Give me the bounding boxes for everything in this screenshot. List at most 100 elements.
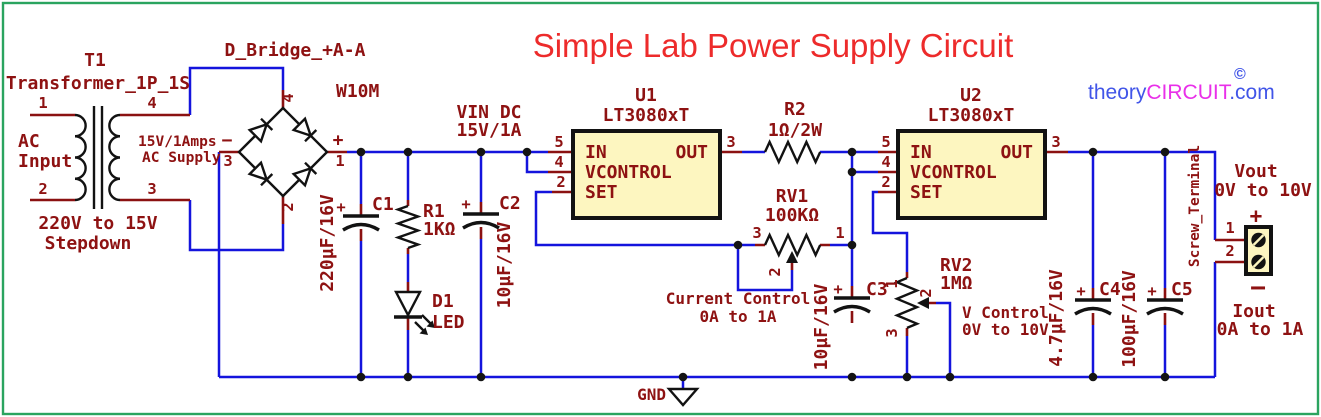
u2-body [896,129,1047,220]
bridge-diode-1 [247,117,274,144]
u2-pin2-number: 2 [881,173,890,191]
t1-ref: T1 [84,50,106,71]
secondary-winding [108,113,121,202]
capacitor-c4: + C4 4.7µF/16V [1046,269,1121,367]
u1-pin4-number: 4 [554,153,563,171]
u1-pin-in: IN [585,142,607,163]
u1-pin5-number: 5 [554,133,563,151]
u1-body [571,129,722,220]
c1-value: 220µF/16V [317,194,338,292]
bridge-diode-3 [247,160,274,187]
u1-pin3-number: 3 [726,133,735,151]
u1-pin-set: SET [585,182,618,203]
potentiometer-rv2: RV2 1MΩ 1 3 2 V Control 0V to 10V [883,255,1049,339]
bridge-diode-4 [291,161,318,188]
u1-pin-out: OUT [675,142,708,163]
led-d1: D1 LED [394,290,465,335]
vin-line1: VIN DC [456,102,521,123]
u2-pin-set: SET [910,182,943,203]
u1-value: LT3080xT [603,105,690,126]
ac-input-label-2: Input [18,151,72,172]
c1-polarity: + [336,198,345,216]
u2-ref: U2 [960,85,982,106]
bridge-plus: + [333,130,344,151]
vin-label: VIN DC 15V/1A [456,102,521,141]
bridge-diamond [237,106,329,198]
u1-pin2-number: 2 [556,173,565,191]
bridge-pin2-number: 2 [279,202,297,211]
bridge-value: W10M [336,81,380,102]
c3-value: 10µF/16V [811,283,832,370]
screw-terminal-label: Screw_Terminal [1187,145,1203,267]
r2-value: 1Ω/2W [768,120,822,141]
rv2-wiper-arrow [917,297,929,309]
ac-input-label-1: AC [18,131,40,152]
u1-ref: U1 [635,85,657,106]
bridge-minus: − [222,130,233,151]
watermark-logo: theoryCIRCUIT.com [1088,81,1275,104]
capacitor-c5: + C5 100µF/16V [1119,270,1193,368]
c3-polarity: + [833,280,842,298]
bridge-rectifier: D_Bridge_+A-A W10M − 3 + 1 4 2 [222,40,380,212]
c5-ref: C5 [1171,279,1193,300]
u2-pin-vcontrol: VCONTROL [910,162,997,183]
c5-value: 100µF/16V [1119,270,1140,368]
iout-label-2: 0A to 1A [1217,319,1304,340]
v-control-note-2: 0V to 10V [962,320,1049,339]
ic-u2: U2 LT3080xT IN OUT VCONTROL SET 5 4 2 3 [881,85,1061,220]
capacitor-c3: + C3 10µF/16V [811,279,888,370]
rv2-value: 1MΩ [940,273,973,294]
secondary-note-1: 15V/1Amps [138,134,217,150]
logo-circuit: CIRCUIT [1146,81,1231,104]
ic-u1: U1 LT3080xT IN OUT VCONTROL SET 5 4 2 3 [554,85,736,220]
ground-symbol: GND [637,385,700,407]
bridge-pin3-number: 3 [223,152,232,170]
t1-pin3-number: 3 [147,180,156,198]
vin-line2: 15V/1A [456,120,521,141]
r1-ref: R1 [423,201,445,222]
r1-value: 1KΩ [423,219,456,240]
v-control-note-1: V Control [962,303,1049,322]
bridge-pin1-number: 1 [335,152,344,170]
rv1-wiper-arrow [786,251,798,263]
u2-pin4-number: 4 [881,153,890,171]
u1-pin-vcontrol: VCONTROL [585,162,672,183]
junction-dots [356,147,1170,382]
led-triangle [394,290,422,318]
current-control-note-2: 0A to 1A [699,307,776,326]
terminal-pin2-number: 2 [1225,242,1234,260]
output-minus-sign: − [1250,273,1266,303]
copyright-mark: © [1234,66,1246,83]
resistor-r2: R2 1Ω/2W [763,99,822,165]
rv1-pin2-number: 2 [766,267,784,276]
vout-label-2: 0V to 10V [1214,180,1312,201]
stepdown-note-2: Stepdown [45,233,132,254]
u2-pin5-number: 5 [881,133,890,151]
bridge-diode-2 [291,116,318,143]
u2-pin-in: IN [910,142,932,163]
c4-polarity: + [1076,282,1085,300]
c2-ref: C2 [499,193,521,214]
u2-value: LT3080xT [928,105,1015,126]
logo-dotcom: .com [1229,81,1275,104]
stepdown-note-1: 220V to 15V [38,213,157,234]
vout-label-1: Vout [1234,161,1277,182]
gnd-label: GND [637,385,666,404]
potentiometer-rv1: RV1 100KΩ 3 1 2 Current Control 0A to 1A [666,186,845,326]
transformer-t1: T1 Transformer_1P_1S 1 4 2 3 AC Input 15… [6,50,221,254]
rv2-pin1-number: 1 [883,279,901,288]
t1-pin4-number: 4 [147,94,156,112]
logo-theory: theory [1088,81,1147,104]
rv1-value: 100KΩ [765,205,819,226]
u2-pin3-number: 3 [1051,133,1060,151]
c5-polarity: + [1147,282,1156,300]
t1-value: Transformer_1P_1S [6,73,190,94]
rv2-pin3-number: 3 [883,328,901,337]
r2-ref: R2 [784,99,806,120]
bridge-pin4-number: 4 [279,93,297,102]
u2-pin-out: OUT [1000,142,1033,163]
led-emission-arrows [414,314,435,335]
